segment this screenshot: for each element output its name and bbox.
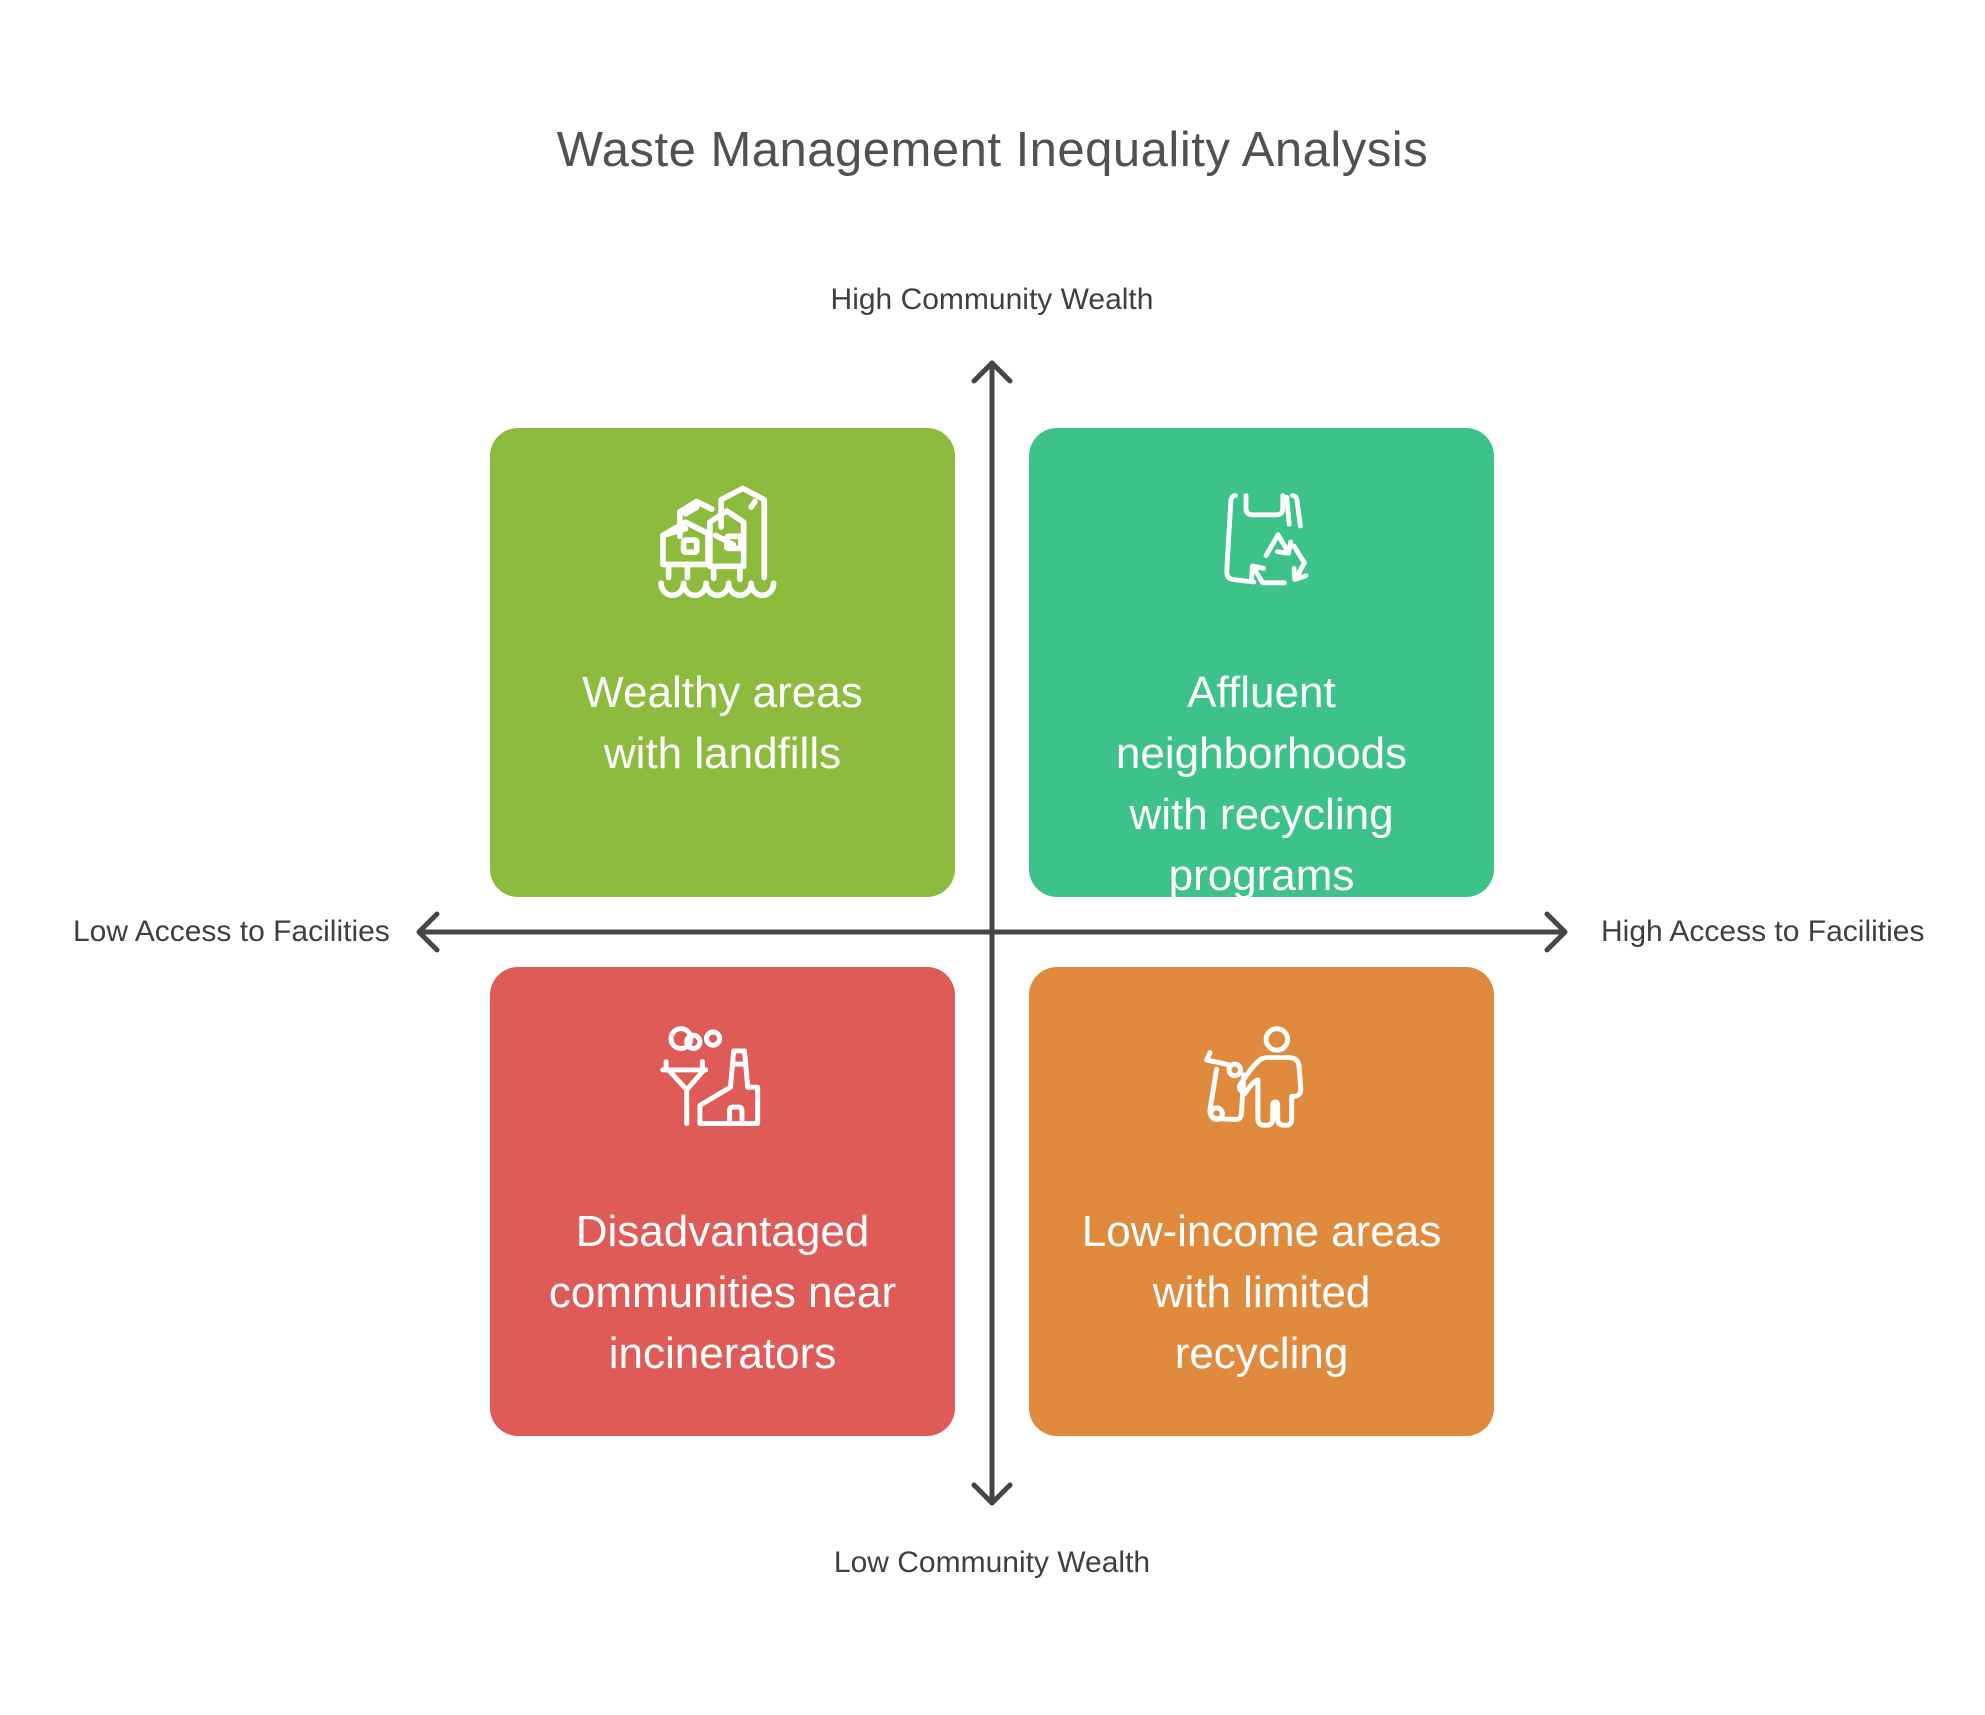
quadrant-label: Wealthy areas with landfills [582, 668, 863, 778]
person-trash-bin-icon [1029, 1017, 1494, 1141]
arrowhead-down-icon [971, 1482, 1013, 1506]
arrowhead-left-icon [416, 911, 440, 953]
quadrant-label: Disadvantaged communities near incinerat… [548, 1207, 897, 1378]
quadrant-label: Low-income areas with limited recycling [1081, 1207, 1442, 1378]
arrowhead-right-icon [1544, 911, 1568, 953]
factory-smoke-icon [490, 1017, 955, 1141]
quadrant-top-right: Affluent neighborhoods with recycling pr… [1029, 428, 1494, 897]
axis-label-left: Low Access to Facilities [73, 915, 390, 948]
quadrant-bottom-left: Disadvantaged communities near incinerat… [490, 967, 955, 1436]
flooded-houses-icon [490, 478, 955, 602]
axis-label-top: High Community Wealth [830, 283, 1154, 316]
quadrant-bottom-right: Low-income areas with limited recycling [1029, 967, 1494, 1436]
axis-label-bottom: Low Community Wealth [833, 1546, 1151, 1579]
arrowhead-up-icon [971, 360, 1013, 384]
recycling-bag-icon [1029, 478, 1494, 598]
quadrant-top-left: Wealthy areas with landfills [490, 428, 955, 897]
quadrant-label: Affluent neighborhoods with recycling pr… [1115, 668, 1408, 897]
chart-title: Waste Management Inequality Analysis [556, 123, 1429, 177]
axis-label-right: High Access to Facilities [1601, 915, 1925, 948]
